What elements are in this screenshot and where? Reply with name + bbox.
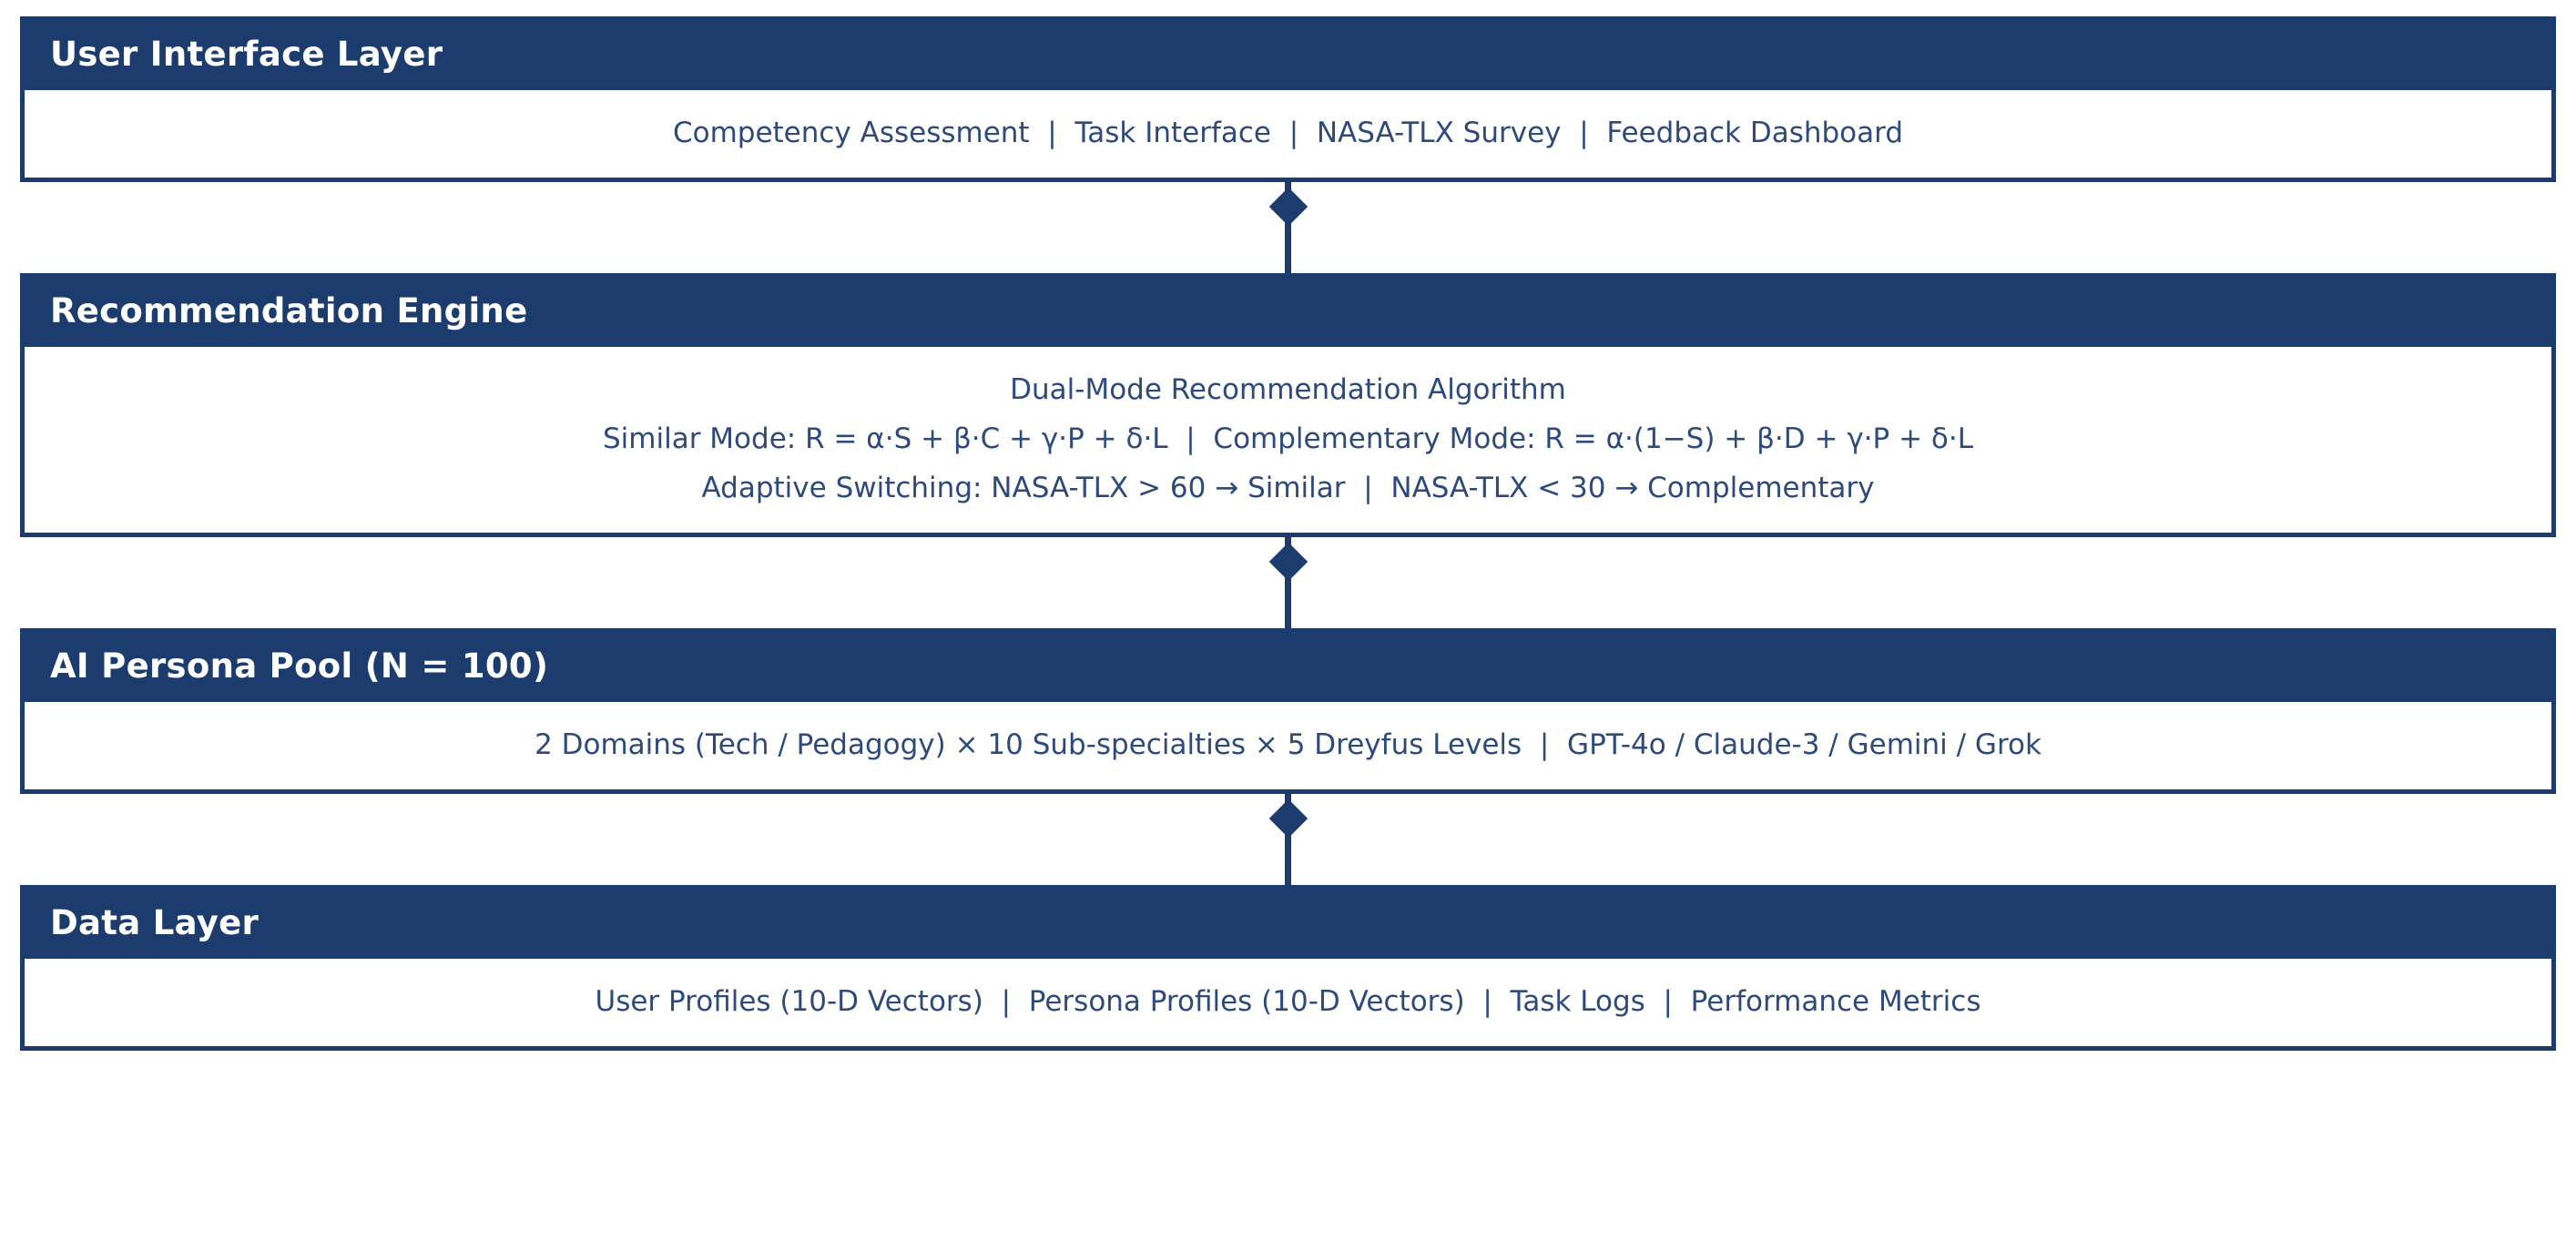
layer-body-line: Competency Assessment | Task Interface |… bbox=[672, 116, 1904, 149]
layer-body-line: Similar Mode: R = α·S + β·C + γ·P + δ·L … bbox=[603, 422, 1973, 455]
layer-title-ai-persona-pool: AI Persona Pool (N = 100) bbox=[25, 633, 2551, 702]
connector-recommendation-to-persona-pool bbox=[20, 537, 2556, 629]
layer-body-data-layer: User Profiles (10-D Vectors) | Persona P… bbox=[25, 958, 2551, 1046]
connector-persona-pool-to-data-layer bbox=[20, 794, 2556, 886]
connector-line bbox=[1285, 794, 1291, 886]
layer-box-recommendation-engine: Recommendation Engine Dual-Mode Recommen… bbox=[20, 272, 2556, 538]
layer-box-user-interface-layer: User Interface Layer Competency Assessme… bbox=[20, 16, 2556, 182]
layer-body-line: Dual-Mode Recommendation Algorithm bbox=[1010, 372, 1566, 406]
connector-line bbox=[1285, 537, 1291, 629]
connector-line bbox=[1285, 181, 1291, 273]
diamond-marker-icon bbox=[1268, 798, 1308, 839]
layer-box-ai-persona-pool: AI Persona Pool (N = 100) 2 Domains (Tec… bbox=[20, 628, 2556, 795]
layer-title-user-interface-layer: User Interface Layer bbox=[25, 21, 2551, 90]
layer-body-ai-persona-pool: 2 Domains (Tech / Pedagogy) × 10 Sub-spe… bbox=[25, 701, 2551, 790]
layer-body-line: Adaptive Switching: NASA-TLX > 60 → Simi… bbox=[701, 471, 1875, 504]
connector-ui-to-recommendation bbox=[20, 181, 2556, 273]
layer-body-line: User Profiles (10-D Vectors) | Persona P… bbox=[595, 984, 1981, 1018]
layer-body-user-interface-layer: Competency Assessment | Task Interface |… bbox=[25, 89, 2551, 178]
layer-title-data-layer: Data Layer bbox=[25, 890, 2551, 959]
layer-title-recommendation-engine: Recommendation Engine bbox=[25, 277, 2551, 347]
layer-box-data-layer: Data Layer User Profiles (10-D Vectors) … bbox=[20, 885, 2556, 1051]
diamond-marker-icon bbox=[1268, 542, 1308, 582]
diamond-marker-icon bbox=[1268, 187, 1308, 227]
layer-body-line: 2 Domains (Tech / Pedagogy) × 10 Sub-spe… bbox=[535, 727, 2041, 761]
layer-body-recommendation-engine: Dual-Mode Recommendation Algorithm Simil… bbox=[25, 346, 2551, 534]
